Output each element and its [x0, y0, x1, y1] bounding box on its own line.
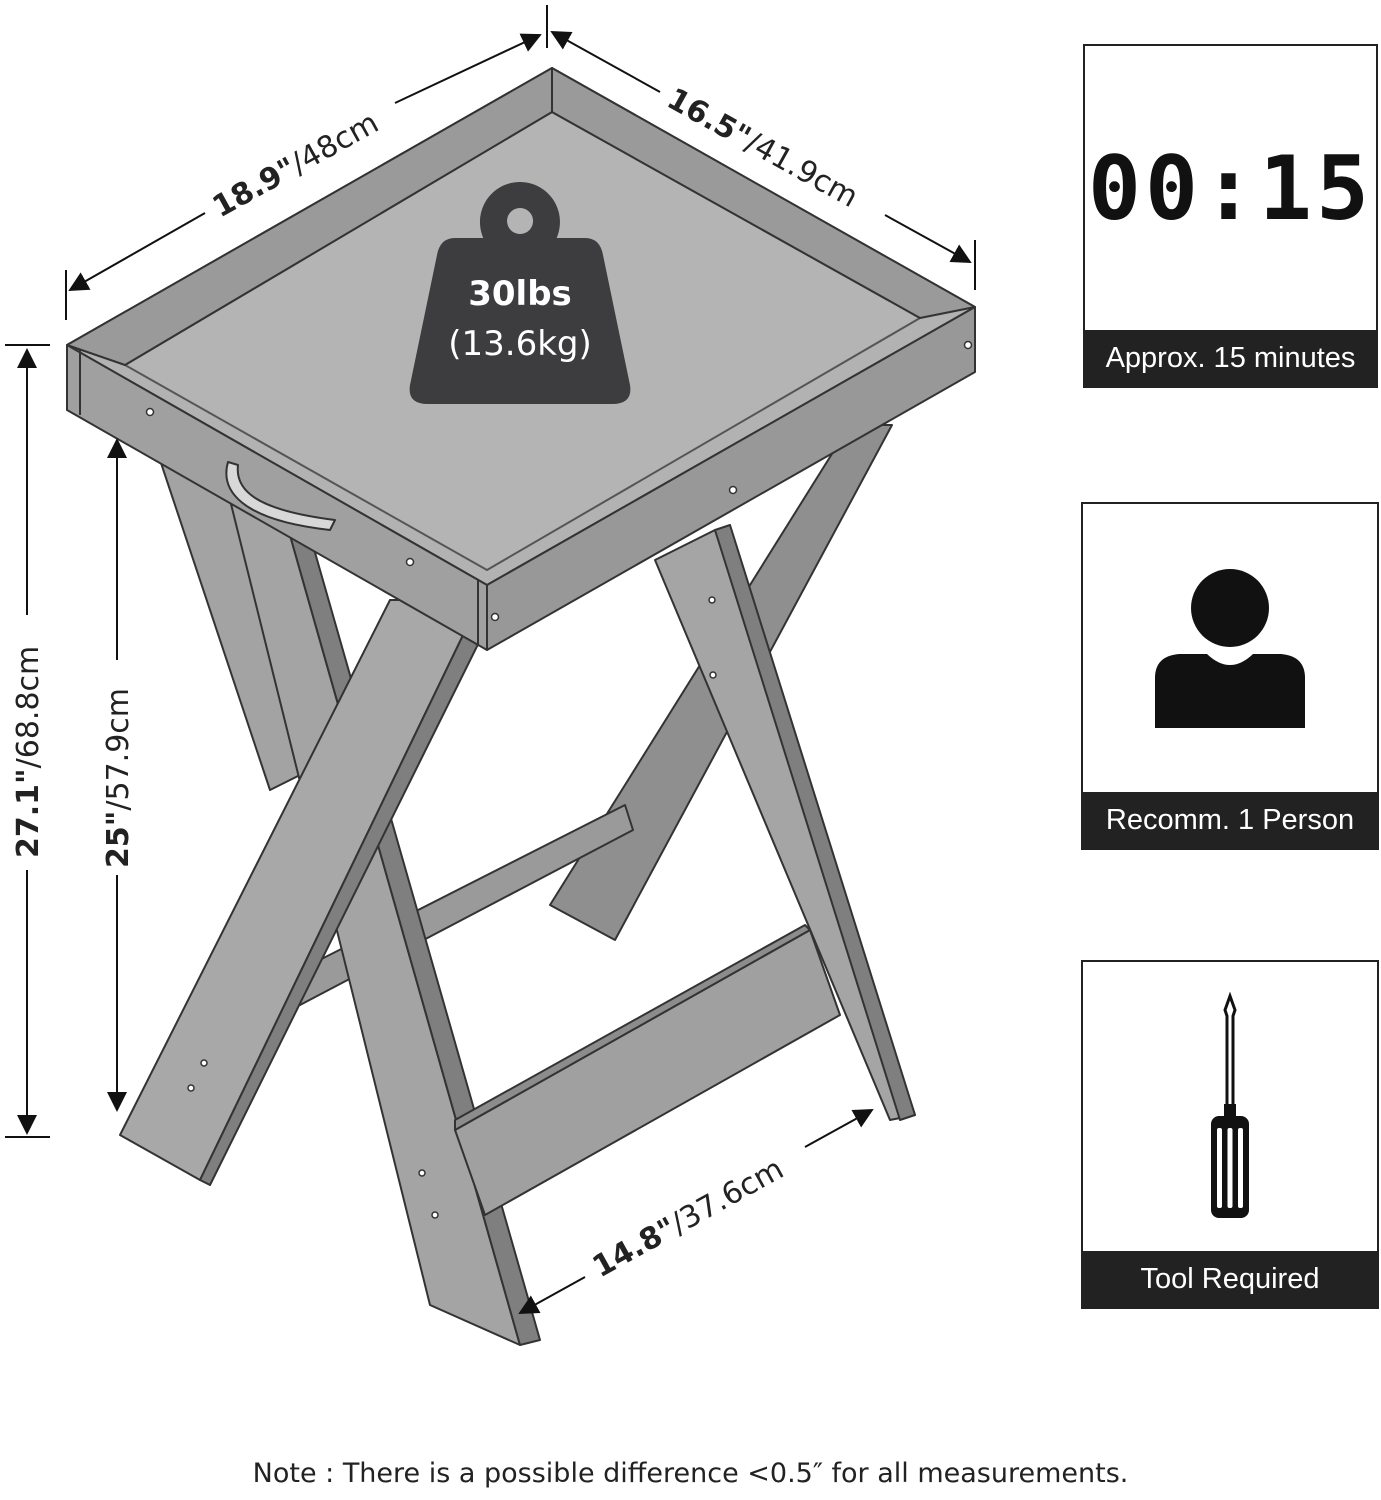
measurement-note: Note : There is a possible difference <0…	[252, 1458, 1129, 1489]
screwdriver-icon	[1083, 962, 1377, 1251]
weight-value: 30lbs	[468, 274, 572, 314]
weight-metric: (13.6kg)	[448, 324, 592, 364]
digital-timer-icon: 00:15	[1085, 46, 1376, 330]
people-label: Recomm. 1 Person	[1083, 792, 1377, 848]
front-leg-right-side	[714, 524, 916, 1121]
person-icon	[1083, 504, 1377, 792]
tray-front-right	[486, 306, 976, 651]
front-stretcher-top	[454, 924, 811, 1131]
dimension-lines	[5, 5, 976, 1314]
dimension-base-depth: 14.8"/37.6cm	[587, 1151, 790, 1285]
assembly-time-label: Approx. 15 minutes	[1085, 330, 1376, 386]
tools-card: Tool Required	[1081, 960, 1379, 1309]
dimension-height-total: 27.1"/68.8cm	[11, 646, 46, 858]
tools-label: Tool Required	[1083, 1251, 1377, 1307]
tray-rim-back-right	[551, 67, 976, 319]
tray-handle	[225, 461, 336, 531]
folding-table-illustration	[66, 67, 976, 1346]
assembly-time-card: 00:15 Approx. 15 minutes	[1083, 44, 1378, 388]
weight-icon: 30lbs (13.6kg)	[409, 182, 631, 404]
timer-display: 00:15	[1088, 136, 1373, 240]
dimension-height-legs: 25"/57.9cm	[101, 688, 136, 868]
people-card: Recomm. 1 Person	[1081, 502, 1379, 850]
